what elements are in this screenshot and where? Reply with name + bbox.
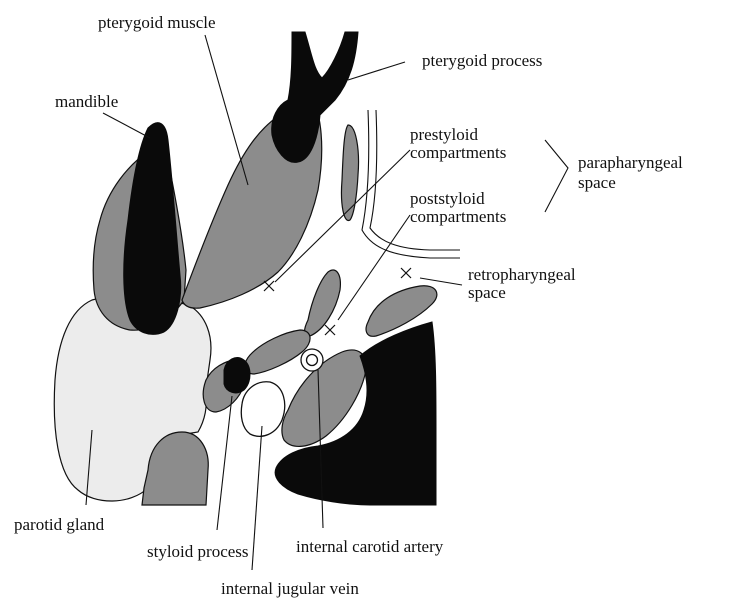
label-parapharyngeal-space: space	[578, 173, 616, 192]
label-poststyloid: poststyloid	[410, 189, 485, 208]
label-parapharyngeal: parapharyngeal	[578, 153, 683, 172]
retropharyngeal-marker	[401, 268, 411, 278]
label-prestyloid: prestyloid	[410, 125, 478, 144]
internal-carotid-artery-inner	[307, 355, 318, 366]
label-prestyloid-compartments: compartments	[410, 143, 506, 162]
label-internal-carotid-artery: internal carotid artery	[296, 537, 444, 556]
label-retropharyngeal: retropharyngeal	[468, 265, 576, 284]
label-pterygoid-muscle: pterygoid muscle	[98, 13, 216, 32]
internal-jugular-vein-shape	[241, 382, 284, 437]
label-poststyloid-compartments: compartments	[410, 207, 506, 226]
parapharyngeal-brace	[545, 140, 568, 212]
label-retropharyngeal-space: space	[468, 283, 506, 302]
stylopharyngeus-shape	[245, 330, 310, 374]
label-internal-jugular-vein: internal jugular vein	[221, 579, 359, 598]
medial-tissue-shape	[341, 125, 358, 221]
styloid-process-shape	[224, 358, 250, 393]
label-parotid-gland: parotid gland	[14, 515, 105, 534]
prestyloid-marker	[264, 281, 274, 291]
prestyloid-muscle-shape	[305, 270, 341, 336]
label-pterygoid-process: pterygoid process	[422, 51, 542, 70]
label-mandible: mandible	[55, 92, 118, 111]
mandible-bone-shape	[124, 123, 181, 335]
poststyloid-marker	[325, 325, 335, 335]
label-styloid-process: styloid process	[147, 542, 249, 561]
